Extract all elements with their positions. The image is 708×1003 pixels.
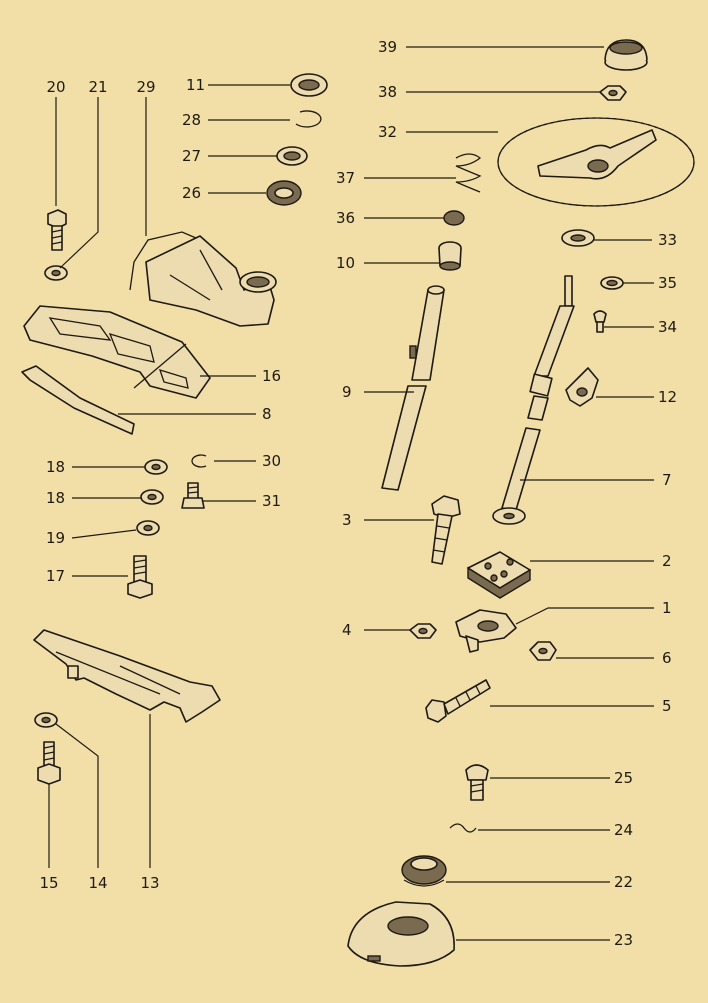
part-27-ring (276, 146, 308, 166)
part-5-long-bolt (425, 679, 491, 723)
callout-29: 29 (136, 78, 155, 96)
callout-31: 31 (262, 492, 281, 510)
part-2-flexible-disc (467, 551, 531, 599)
callout-25: 25 (614, 769, 633, 787)
part-6-nut (529, 641, 557, 661)
callout-8: 8 (262, 405, 272, 423)
callout-39: 39 (378, 38, 397, 56)
callout-28: 28 (182, 111, 201, 129)
callout-26: 26 (182, 184, 201, 202)
leader-lines (48, 46, 654, 941)
part-21-washer (44, 265, 68, 281)
part-17-bolt (127, 555, 153, 599)
callout-12: 12 (658, 388, 677, 406)
callout-14: 14 (88, 874, 107, 892)
part-4-nut (409, 623, 437, 639)
part-20-bolt (47, 209, 67, 251)
callout-6: 6 (662, 649, 672, 667)
callout-18-lower: 18 (46, 489, 65, 507)
callout-2: 2 (662, 552, 672, 570)
callout-17: 17 (46, 567, 65, 585)
callout-21: 21 (88, 78, 107, 96)
part-10-bushing (438, 241, 462, 271)
callout-22: 22 (614, 873, 633, 891)
part-22-rubber-bushing (401, 855, 447, 887)
part-13-lever (33, 629, 221, 723)
part-18-washer-upper (144, 459, 168, 475)
callout-20: 20 (46, 78, 65, 96)
part-23-column-cover (347, 901, 455, 967)
callout-33: 33 (658, 231, 677, 249)
part-36-washer (443, 210, 465, 226)
callout-18-upper: 18 (46, 458, 65, 476)
part-1-flange (455, 609, 517, 653)
callout-9: 9 (342, 383, 352, 401)
callout-27: 27 (182, 147, 201, 165)
callout-30: 30 (262, 452, 281, 470)
callout-24: 24 (614, 821, 633, 839)
part-25-screw (465, 764, 489, 801)
callout-15: 15 (39, 874, 58, 892)
callout-4: 4 (342, 621, 352, 639)
part-38-nut (599, 85, 627, 101)
part-30-circlip (191, 454, 207, 468)
part-24-spring-clip (449, 823, 477, 833)
part-18-washer-lower (140, 489, 164, 505)
callout-13: 13 (140, 874, 159, 892)
callout-16: 16 (262, 367, 281, 385)
callout-5: 5 (662, 697, 672, 715)
part-31-bolt (181, 482, 205, 509)
callout-19: 19 (46, 529, 65, 547)
callout-37: 37 (336, 169, 355, 187)
part-35-washer (600, 276, 624, 290)
part-39-horn-button (604, 39, 648, 71)
callout-10: 10 (336, 254, 355, 272)
part-14-washer (34, 712, 58, 728)
part-32-steering-wheel (497, 117, 695, 207)
callout-3: 3 (342, 511, 352, 529)
part-26-bearing (266, 180, 302, 206)
callout-1: 1 (662, 599, 672, 617)
part-37-spring (455, 153, 482, 193)
callout-35: 35 (658, 274, 677, 292)
callout-36: 36 (336, 209, 355, 227)
callout-34: 34 (658, 318, 677, 336)
part-3-bolt (431, 495, 461, 565)
callout-32: 32 (378, 123, 397, 141)
part-34-screw (593, 310, 607, 333)
callout-labels: 20 21 29 11 28 27 26 16 8 18 30 18 31 19… (39, 38, 677, 949)
callout-11: 11 (186, 76, 205, 94)
part-19-washer (136, 520, 160, 536)
part-11-ring (290, 73, 328, 97)
part-29-switch-housing (129, 231, 277, 327)
callout-23: 23 (614, 931, 633, 949)
part-8-bar (21, 365, 135, 435)
part-15-bolt (37, 741, 61, 785)
callout-38: 38 (378, 83, 397, 101)
part-12-clamp (565, 367, 599, 407)
part-28-circlip (295, 110, 322, 128)
callout-7: 7 (662, 471, 672, 489)
part-7-steering-shaft (492, 275, 575, 525)
part-9-column-tube (381, 285, 445, 491)
part-33-ring (561, 229, 595, 247)
part-16-bracket-plate (23, 305, 211, 399)
